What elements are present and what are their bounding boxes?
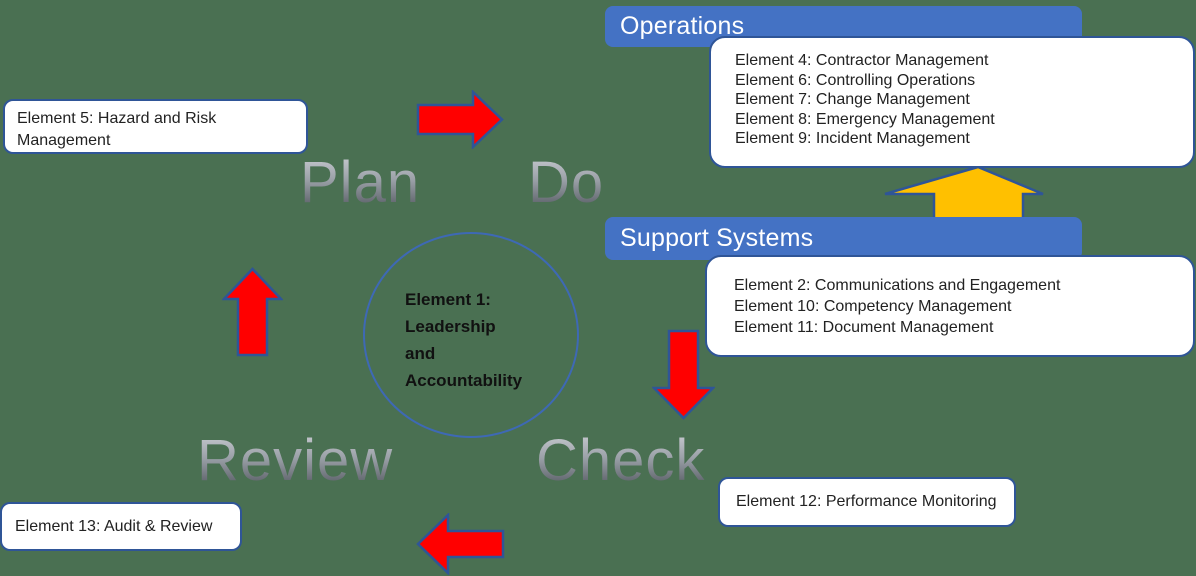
performance-monitoring-label: Element 12: Performance Monitoring <box>736 493 997 510</box>
hazard-risk-management-label: Element 5: Hazard and Risk Management <box>17 110 217 149</box>
red-arrow-left-icon[interactable] <box>416 513 505 575</box>
support-systems-title: Support Systems <box>620 224 814 252</box>
support-systems-header-bar[interactable]: Support Systems <box>605 217 1082 260</box>
circle-text-line: Accountability <box>405 371 523 390</box>
performance-monitoring-box[interactable]: Element 12: Performance Monitoring <box>718 477 1016 527</box>
operations-box[interactable]: Element 4: Contractor Management Element… <box>709 36 1195 168</box>
support-systems-box[interactable]: Element 2: Communications and Engagement… <box>705 255 1195 357</box>
list-item: Element 4: Contractor Management <box>735 52 989 69</box>
list-item: Element 7: Change Management <box>735 91 970 108</box>
hazard-risk-management-box[interactable]: Element 5: Hazard and Risk Management <box>3 99 308 154</box>
cycle-word-review: Review <box>197 428 394 493</box>
audit-review-box[interactable]: Element 13: Audit & Review <box>0 502 242 551</box>
list-item: Element 11: Document Management <box>734 319 994 336</box>
audit-review-label: Element 13: Audit & Review <box>15 517 213 535</box>
operations-title: Operations <box>620 12 745 40</box>
circle-text-line: Element 1: <box>405 290 491 309</box>
yellow-arrow-up-icon[interactable] <box>883 165 1045 220</box>
red-arrow-up-icon[interactable] <box>222 267 283 357</box>
list-item: Element 10: Competency Management <box>734 298 1012 315</box>
cycle-word-do: Do <box>528 150 605 215</box>
red-arrow-down-icon[interactable] <box>652 329 715 420</box>
leadership-circle-text: Element 1: Leadership and Accountability <box>405 286 522 394</box>
list-item: Element 6: Controlling Operations <box>735 71 976 89</box>
list-item: Element 2: Communications and Engagement <box>734 277 1061 294</box>
list-item: Element 9: Incident Management <box>735 130 970 147</box>
cycle-word-check: Check <box>536 428 706 493</box>
circle-text-line: and <box>405 344 436 363</box>
list-item: Element 8: Emergency Management <box>735 110 995 128</box>
operations-list: Element 4: Contractor Management Element… <box>711 38 1193 149</box>
support-systems-list: Element 2: Communications and Engagement… <box>707 257 1193 338</box>
cycle-word-plan: Plan <box>300 150 421 215</box>
red-arrow-right-icon[interactable] <box>416 90 504 149</box>
circle-text-line: Leadership <box>405 317 496 336</box>
leadership-circle[interactable]: Element 1: Leadership and Accountability <box>363 232 579 438</box>
